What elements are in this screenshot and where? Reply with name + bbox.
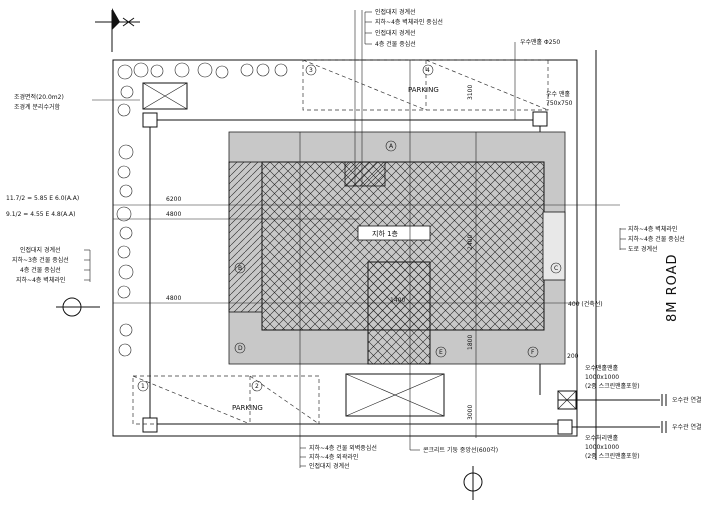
dim-1800: 1800	[467, 335, 474, 350]
top-callout-leaders	[364, 11, 372, 45]
bottom-callout-1: 지하~4층 건물 외벽중심선	[309, 444, 377, 452]
svg-text:E: E	[439, 349, 443, 356]
grid-lines	[113, 10, 620, 438]
grid-marker-b: B	[234, 262, 246, 274]
dim-3100: 3100	[467, 85, 474, 100]
left-note-1: 조경면적(20.0m2)	[14, 93, 64, 101]
box-right-1-line1: 오수맨홀맨홀	[585, 364, 619, 372]
building-ramp	[367, 261, 431, 365]
dim-left-1: 11.7/2 = 5.85 E 6.0(A.A)	[6, 195, 79, 202]
manhole-top-right	[532, 111, 548, 127]
center-label-box	[357, 225, 431, 241]
north-arrow-icon	[95, 8, 140, 52]
top-callout-1: 인접대지 경계선	[375, 8, 416, 16]
top-callout-4: 4층 건물 중심선	[375, 40, 416, 48]
setback-label: 400 (건축선)	[568, 300, 603, 308]
bottom-mid-callout: 콘크리트 기둥 중앙선(600각)	[423, 446, 498, 454]
bottom-callout-3: 인접대지 경계선	[309, 462, 350, 470]
section-marker-left-icon	[56, 297, 100, 317]
svg-text:B: B	[238, 265, 242, 272]
dim-4800-b: 4800	[166, 295, 181, 302]
grid-marker-4: 4	[422, 64, 434, 76]
top-callout-2: 지하~4층 벽체라인 중심선	[375, 18, 443, 26]
right-callout-2: 지하~4층 건물 중심선	[628, 235, 685, 243]
parking-area-bottom	[132, 375, 320, 425]
top-callout-3: 인접대지 경계선	[375, 29, 416, 37]
box-right-1-line2: 1000x1000	[585, 374, 619, 381]
manhole-bottom-left	[142, 417, 158, 433]
dim-6200: 6200	[166, 196, 181, 203]
grid-marker-1: 1	[137, 380, 149, 392]
building-wing-left	[228, 161, 263, 313]
bottom-callout-leaders	[299, 438, 420, 468]
right-callout-3: 도로 경계선	[628, 245, 658, 253]
grid-marker-a: A	[385, 140, 397, 152]
grid-marker-2: 2	[251, 380, 263, 392]
grid-marker-3: 3	[305, 64, 317, 76]
dim-2400: 2400	[467, 235, 474, 250]
manhole-bottom-center	[345, 373, 445, 417]
box-right-2-line3: (2중 스크린맨홀포함)	[585, 452, 640, 460]
left-callout-3: 4층 건물 중심선	[20, 266, 61, 274]
svg-text:D: D	[238, 345, 243, 352]
building-wing-top	[344, 161, 386, 187]
pipe-ends-right	[661, 394, 667, 433]
left-callout-1: 인접대지 경계선	[20, 246, 61, 254]
right-callout-1: 지하~4층 벽체라인	[628, 225, 677, 233]
dim-3000: 3000	[467, 405, 474, 420]
bottom-callout-2: 지하~4층 외곽라인	[309, 453, 358, 461]
svg-text:3: 3	[309, 67, 313, 74]
manhole-bottom-right-2	[557, 419, 573, 435]
box-size-top-line2: 750x750	[546, 100, 573, 107]
section-marker-bottom-icon	[463, 466, 483, 500]
box-size-top-line1: 우수 맨홀	[546, 90, 570, 98]
svg-text:F: F	[531, 349, 535, 356]
svg-text:4: 4	[426, 67, 430, 74]
svg-text:A: A	[389, 143, 394, 150]
svg-text:1: 1	[141, 383, 145, 390]
center-label: 지하 1층	[372, 229, 399, 238]
box-right-2-line1: 오수처리맨홀	[585, 434, 619, 442]
parking-label-top: PARKING	[408, 86, 439, 94]
right-callout-leaders	[619, 228, 626, 250]
manhole-small-left	[142, 112, 158, 128]
manhole-top-left	[142, 82, 188, 110]
pipe-right-1: 오수관 연결	[672, 396, 702, 404]
grid-marker-c: C	[550, 262, 562, 274]
box-right-1-line3: (2중 스크린맨홀포함)	[585, 382, 640, 390]
dim-left-2: 9.1/2 = 4.55 E 4.8(A.A)	[6, 211, 75, 218]
parking-label-bottom: PARKING	[232, 404, 263, 412]
top-right-pipe-label: 우수맨홀 Φ250	[520, 38, 560, 46]
dim-200: 200	[567, 353, 579, 360]
left-callout-2: 지하~3층 건물 중심선	[12, 256, 69, 264]
grid-marker-f: F	[527, 346, 539, 358]
dim-4800-a: 4800	[166, 211, 181, 218]
grid-marker-e: E	[435, 346, 447, 358]
svg-text:C: C	[554, 265, 558, 272]
box-right-2-line2: 1000x1000	[585, 444, 619, 451]
parking-area-top	[302, 59, 549, 111]
road-label: 8M ROAD	[665, 253, 680, 322]
building-notch-right	[542, 211, 566, 281]
left-callout-4: 지하~4층 벽체라인	[16, 276, 65, 284]
left-note-2: 조경계 분리수거함	[14, 103, 61, 111]
landscape-trees	[116, 62, 288, 357]
dim-1400: 1400	[390, 297, 405, 304]
left-callout-leaders	[84, 249, 91, 282]
grid-marker-d: D	[234, 342, 246, 354]
pipe-right-2: 우수관 연결	[672, 423, 702, 431]
svg-text:2: 2	[255, 383, 259, 390]
